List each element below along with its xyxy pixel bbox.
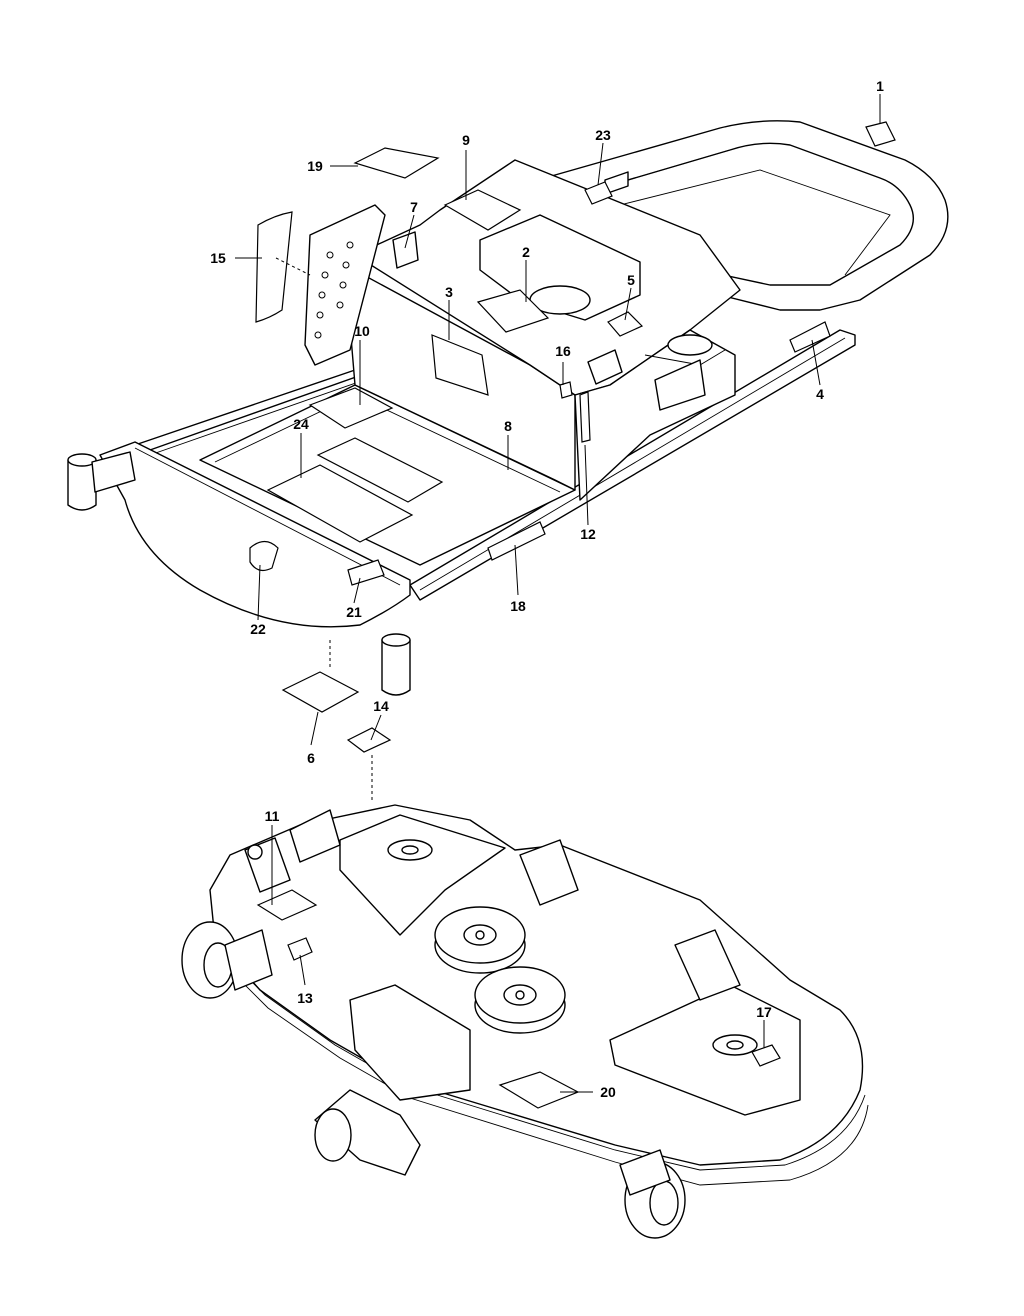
callout-11: 11 (265, 808, 280, 824)
decal-18 (487, 521, 546, 561)
callout-1: 1 (876, 78, 884, 94)
pulley-rear (474, 966, 566, 1034)
gauge-wheel-right (619, 1149, 686, 1239)
callout-4: 4 (816, 386, 824, 402)
decal-12 (579, 391, 591, 443)
callout-12: 12 (580, 526, 596, 542)
rear-frame-loop (519, 120, 949, 311)
gauge-wheel-left (181, 921, 273, 999)
callout-15: 15 (210, 250, 226, 266)
decal-22 (249, 540, 279, 572)
callout-10: 10 (354, 323, 370, 339)
callout-16: 16 (555, 343, 571, 359)
callout-13: 13 (297, 990, 313, 1006)
callout-21: 21 (346, 604, 362, 620)
right-caster-mount (381, 633, 411, 696)
decal-9 (443, 189, 522, 231)
decal-21 (347, 559, 385, 586)
callout-18: 18 (510, 598, 526, 614)
decal-6 (281, 671, 360, 713)
decal-11 (256, 889, 318, 921)
spindle-cover-left (339, 814, 506, 936)
decal-5 (607, 311, 644, 337)
callout-5: 5 (627, 272, 635, 288)
callout-9: 9 (462, 132, 470, 148)
callout-8: 8 (504, 418, 512, 434)
decal-4 (789, 321, 831, 353)
left-caster-mount (67, 451, 136, 511)
decal-17 (751, 1044, 781, 1067)
callout-23: 23 (595, 127, 611, 143)
decal-13 (287, 937, 313, 961)
callout-20: 20 (600, 1084, 616, 1100)
decal-24 (266, 464, 414, 543)
callout-14: 14 (373, 698, 389, 714)
decal-10 (308, 387, 394, 429)
callout-19: 19 (307, 158, 323, 174)
callout-3: 3 (445, 284, 453, 300)
callout-2: 2 (522, 244, 530, 260)
callout-7: 7 (410, 199, 418, 215)
leader-lines (235, 94, 881, 1093)
front-bumper (99, 441, 411, 628)
decal-2 (476, 289, 550, 333)
decal-1 (865, 121, 896, 147)
mower-deck-assembly (181, 804, 869, 1239)
pulley-front (434, 906, 526, 974)
callout-24: 24 (293, 416, 309, 432)
decal-19 (353, 147, 440, 179)
decal-3 (431, 334, 489, 396)
frame-assembly (67, 120, 949, 696)
callout-6: 6 (307, 750, 315, 766)
callout-numbers: 1 2 3 4 5 6 7 8 9 10 11 12 13 14 15 16 1… (210, 78, 884, 1100)
callout-22: 22 (250, 621, 266, 637)
decal-15 (255, 211, 293, 323)
decal-14 (346, 727, 392, 753)
callout-17: 17 (756, 1004, 772, 1020)
decal-16 (559, 381, 573, 399)
